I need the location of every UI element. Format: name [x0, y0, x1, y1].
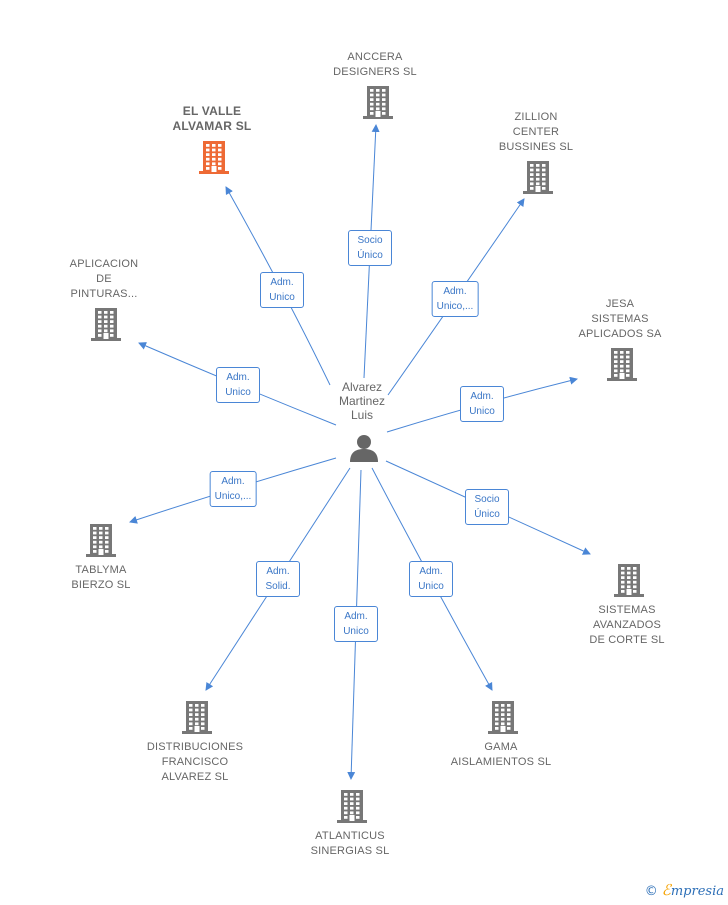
company-label-el-valle[interactable]: EL VALLE ALVAMAR SL: [172, 104, 252, 133]
building-icon[interactable]: [181, 699, 213, 740]
building-icon[interactable]: [606, 346, 638, 387]
building-icon[interactable]: [613, 562, 645, 603]
building-icon[interactable]: [198, 139, 230, 180]
building-icon[interactable]: [336, 788, 368, 829]
company-label-zillion[interactable]: ZILLION CENTER BUSSINES SL: [498, 111, 574, 153]
edge-label-sistemas[interactable]: Socio Único: [465, 489, 509, 525]
building-icon[interactable]: [487, 699, 519, 740]
brand-name: mpresia: [670, 884, 724, 899]
copyright-symbol: ©: [644, 884, 658, 899]
edge-label-distribuciones[interactable]: Adm. Solid.: [256, 561, 300, 597]
edge-label-atlanticus[interactable]: Adm. Unico: [334, 606, 378, 642]
company-label-aplicacion[interactable]: APLICACION DE PINTURAS...: [69, 258, 139, 300]
edge-label-el-valle[interactable]: Adm. Unico: [260, 272, 304, 308]
person-icon[interactable]: [349, 433, 379, 468]
edge-label-gama[interactable]: Adm. Unico: [409, 561, 453, 597]
edge-label-jesa[interactable]: Adm. Unico: [460, 386, 504, 422]
building-icon[interactable]: [522, 159, 554, 200]
building-icon[interactable]: [362, 84, 394, 125]
company-label-tablyma[interactable]: TABLYMA BIERZO SL: [71, 564, 131, 591]
company-label-anccera[interactable]: ANCCERA DESIGNERS SL: [333, 51, 417, 78]
company-label-distribuciones[interactable]: DISTRIBUCIONES FRANCISCO ALVAREZ SL: [146, 741, 244, 783]
building-icon[interactable]: [85, 522, 117, 563]
company-label-gama[interactable]: GAMA AISLAMIENTOS SL: [450, 741, 552, 768]
footer-brand[interactable]: ©ℰmpresia: [645, 881, 724, 899]
edge-label-tablyma[interactable]: Adm. Unico,...: [209, 471, 257, 507]
edge-label-zillion[interactable]: Adm. Unico,...: [431, 281, 479, 317]
company-label-jesa[interactable]: JESA SISTEMAS APLICADOS SA: [578, 298, 662, 340]
company-label-atlanticus[interactable]: ATLANTICUS SINERGIAS SL: [310, 830, 390, 857]
edge-label-aplicacion[interactable]: Adm. Unico: [216, 367, 260, 403]
edge-label-anccera[interactable]: Socio Único: [348, 230, 392, 266]
company-label-sistemas[interactable]: SISTEMAS AVANZADOS DE CORTE SL: [589, 604, 665, 646]
building-icon[interactable]: [90, 306, 122, 347]
brand-initial: ℰ: [661, 881, 671, 899]
center-person-label: Alvarez Martinez Luis: [338, 380, 386, 422]
